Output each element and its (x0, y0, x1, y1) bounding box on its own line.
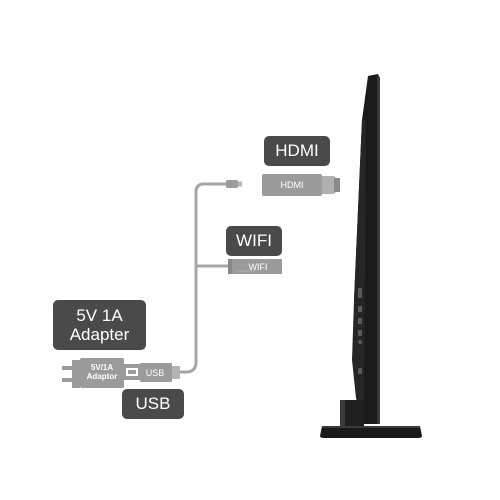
tv-port-4 (358, 330, 362, 336)
tv-port-6 (358, 368, 362, 374)
usb-cable (176, 258, 198, 374)
adapter-label-line1: 5V 1A (76, 306, 123, 325)
wifi-label-text: WIFI (236, 231, 272, 250)
micro-usb-tip-icon (226, 180, 238, 188)
usb-label-text: USB (135, 394, 171, 413)
adapter-body-line2: Adaptor (86, 372, 118, 381)
adapter-body-text: 5V/1A Adaptor (80, 360, 124, 384)
adapter-label-line2: Adapter (69, 325, 130, 344)
hdmi-label-text: HDMI (275, 141, 319, 160)
hdmi-power-cable (194, 182, 228, 268)
wifi-label: WIFI (226, 226, 282, 256)
tv-port-3 (358, 318, 362, 324)
power-adapter-icon (62, 358, 140, 388)
usb-label: USB (122, 389, 184, 419)
hdmi-label: HDMI (264, 136, 330, 166)
cables (176, 182, 230, 374)
tv-port-2 (358, 306, 362, 312)
tv-port-1 (358, 288, 362, 298)
wifi-antenna-text: WIFI (248, 262, 268, 272)
usb-plug-icon (140, 363, 180, 382)
adapter-body-line1: 5V/1A (90, 363, 114, 372)
tv-icon (320, 74, 422, 438)
hdmi-dongle-text: HDMI (280, 180, 304, 190)
tv-port-5 (358, 340, 362, 344)
micro-usb-tip-inner-icon (238, 181, 242, 187)
hdmi-dongle-icon (262, 174, 340, 196)
adapter-label: 5V 1A Adapter (53, 300, 146, 350)
wifi-antenna-icon (228, 259, 282, 274)
usb-plug-text: USB (145, 368, 165, 378)
